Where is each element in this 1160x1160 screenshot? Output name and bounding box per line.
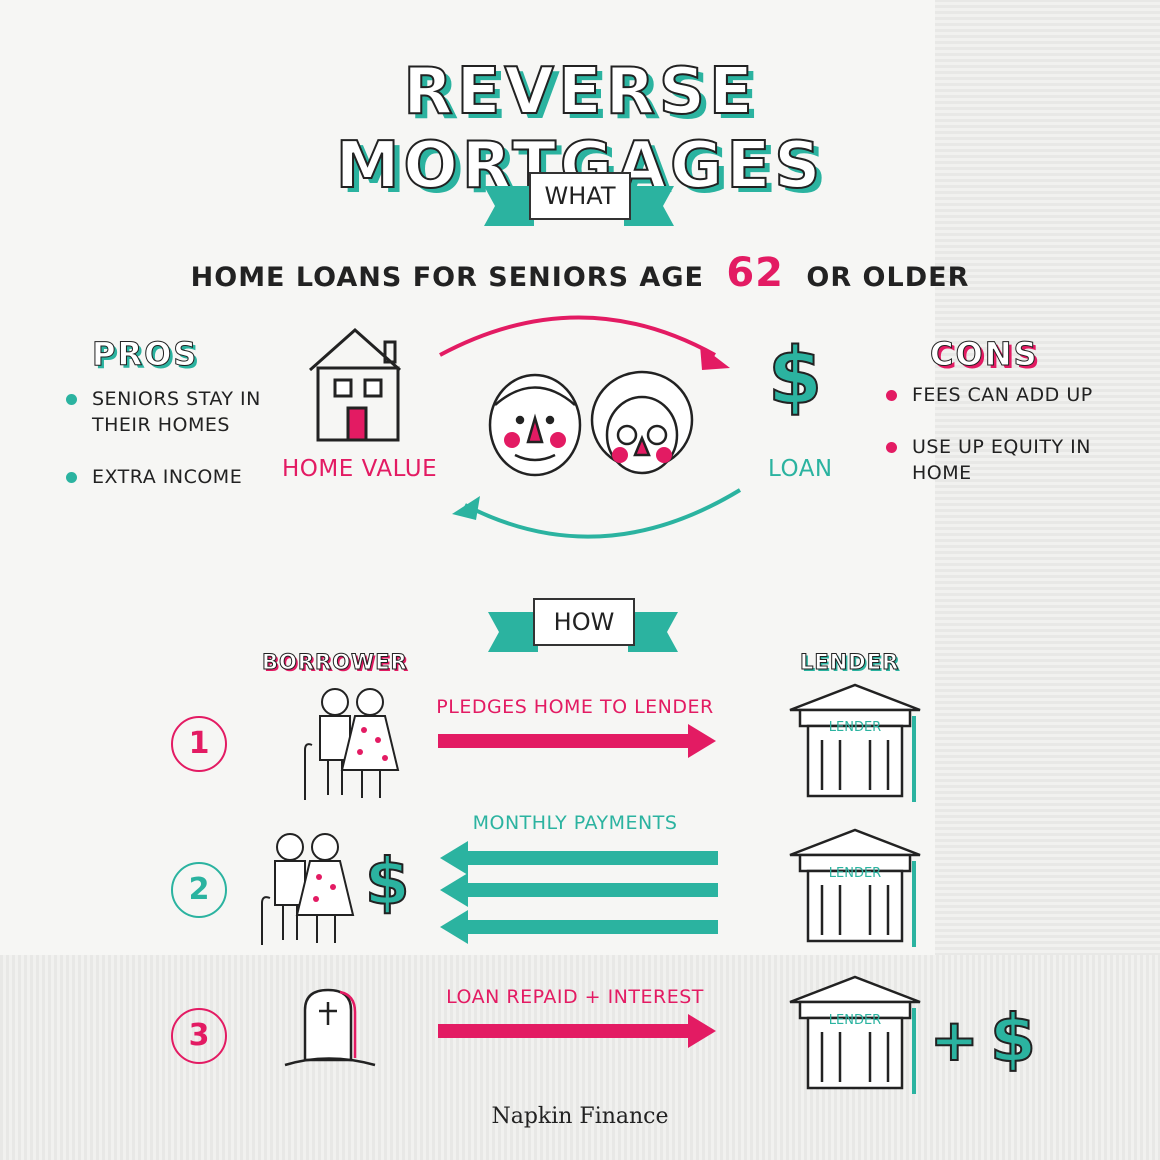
- grandpa-face-icon: [488, 373, 582, 477]
- arrow-left-icon: [440, 910, 718, 944]
- dollar-icon: $: [989, 999, 1037, 1078]
- cons-list: FEES CAN ADD UP USE UP EQUITY IN HOME: [886, 382, 1106, 512]
- grandma-face-icon: [590, 370, 694, 475]
- pros-item: SENIORS STAY IN THEIR HOMES: [66, 386, 276, 438]
- dollar-icon: $: [767, 331, 823, 423]
- arrow-left-icon: [440, 873, 718, 907]
- bank-icon: [789, 975, 921, 1094]
- step-2-number: 2: [171, 862, 227, 918]
- bullet-icon: [886, 390, 897, 401]
- house-icon: [309, 327, 401, 442]
- how-diagram: [261, 683, 921, 1094]
- napkin-center: [0, 0, 935, 955]
- footer-brand: Napkin Finance: [491, 1104, 669, 1129]
- lender-heading: LENDER: [799, 650, 900, 675]
- how-ribbon: HOW: [488, 598, 678, 658]
- step-1-label: PLEDGES HOME TO LENDER: [436, 696, 714, 718]
- cons-item: USE UP EQUITY IN HOME: [886, 434, 1106, 486]
- pros-item: EXTRA INCOME: [66, 464, 276, 490]
- cycle-diagram: [309, 315, 742, 539]
- page-title: REVERSE MORTGAGES: [335, 54, 825, 204]
- ribbon-tail-left: [484, 186, 534, 226]
- pros-list: SENIORS STAY IN THEIR HOMES EXTRA INCOME: [66, 386, 276, 516]
- pros-item-text: EXTRA INCOME: [92, 466, 243, 488]
- what-headline: HOME LOANS FOR SENIORS AGE 62 OR OLDER: [150, 250, 1010, 296]
- cons-heading: CONS: [930, 335, 1039, 374]
- what-ribbon: WHAT: [484, 172, 674, 232]
- bank-label: LENDER: [828, 1013, 882, 1028]
- couple-icon: [304, 688, 400, 800]
- arrow-to-loan-icon: [439, 315, 730, 370]
- headline-text-before: HOME LOANS FOR SENIORS AGE: [190, 262, 704, 293]
- headline-text-after: OR OLDER: [806, 262, 970, 293]
- how-ribbon-label: HOW: [533, 598, 635, 646]
- loan-label: LOAN: [768, 456, 833, 482]
- arrow-to-home-icon: [452, 488, 742, 539]
- couple-icon: [261, 833, 355, 945]
- home-value-label: HOME VALUE: [282, 456, 438, 482]
- bank-icon: [789, 828, 921, 947]
- what-ribbon-label: WHAT: [529, 172, 631, 220]
- bank-icon: [789, 683, 921, 802]
- bank-label: LENDER: [828, 720, 882, 735]
- step-1-number: 1: [171, 716, 227, 772]
- ribbon-tail-left: [488, 612, 538, 652]
- step-2-label: MONTHLY PAYMENTS: [472, 812, 678, 834]
- arrow-left-icon: [440, 841, 718, 875]
- pros-item-text: SENIORS STAY IN THEIR HOMES: [92, 388, 261, 436]
- step-3-label: LOAN REPAID + INTEREST: [446, 986, 704, 1008]
- bullet-icon: [66, 394, 77, 405]
- borrower-heading: BORROWER: [262, 650, 408, 675]
- cons-item-text: USE UP EQUITY IN HOME: [912, 436, 1091, 484]
- gravestone-icon: [284, 988, 376, 1067]
- step-3-number: 3: [171, 1008, 227, 1064]
- bullet-icon: [66, 472, 77, 483]
- arrow-right-icon: [438, 1014, 716, 1048]
- age-number: 62: [726, 250, 784, 296]
- ribbon-tail-right: [624, 186, 674, 226]
- cons-item-text: FEES CAN ADD UP: [912, 384, 1093, 406]
- arrow-right-icon: [438, 724, 716, 758]
- dollar-icon: $: [364, 845, 411, 921]
- bullet-icon: [886, 442, 897, 453]
- ribbon-tail-right: [628, 612, 678, 652]
- bank-label: LENDER: [828, 866, 882, 881]
- plus-icon: +: [929, 1005, 980, 1075]
- pros-heading: PROS: [91, 335, 199, 374]
- cons-item: FEES CAN ADD UP: [886, 382, 1106, 408]
